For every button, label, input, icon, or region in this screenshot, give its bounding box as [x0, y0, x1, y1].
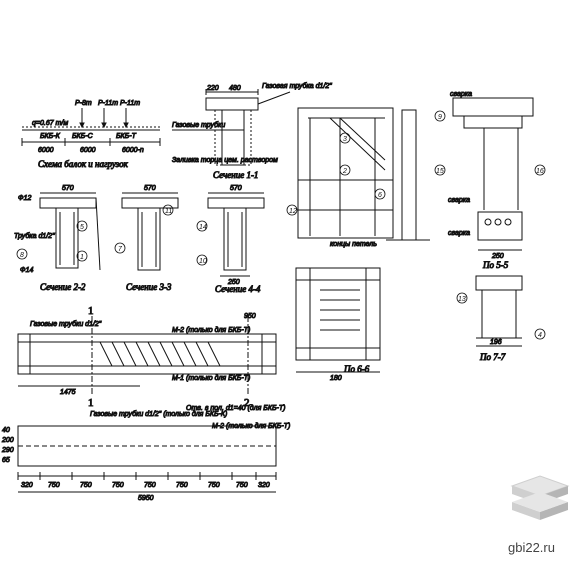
s11-note-2: Газовые трубки: [172, 121, 225, 129]
plan-height-3: 290: [1, 447, 14, 454]
mark-12: 12: [289, 208, 297, 215]
s11-dim-1: 220: [206, 85, 219, 92]
mark-14: 14: [199, 224, 207, 231]
section-3-3: [121, 192, 179, 271]
site-logo: [510, 475, 570, 520]
s22-note-1: Ф12: [18, 195, 31, 202]
s55-label-top: сварка: [450, 91, 472, 98]
section-2-2: [39, 192, 101, 271]
s66-dim: 180: [330, 375, 342, 382]
position-mark-labels: 5 1 8 7 11 14 10 3 2 6 12 9 15 16 13 4: [20, 114, 544, 339]
scheme-beam-2: БКБ-С: [72, 133, 94, 140]
mark-7: 7: [118, 246, 123, 253]
scheme-load: q=0.67 т/м: [32, 120, 68, 127]
scheme-beam-3: БКБ-Т: [116, 133, 137, 140]
beam-plan: [17, 425, 277, 493]
plan-height-2: 200: [1, 437, 14, 444]
frame-detail: [297, 107, 430, 241]
section-5-5: [452, 97, 534, 251]
elev-dim-right: 950: [244, 313, 256, 320]
s11-dim-2: 480: [229, 85, 241, 92]
mark-9: 9: [438, 114, 442, 121]
elev-note-1: Газовые трубки d1/2": [30, 320, 102, 328]
s22-note-3: Ф14: [20, 267, 33, 274]
watermark-text: gbi22.ru: [508, 540, 555, 555]
s22-dim: 570: [62, 185, 74, 192]
scheme-span-3: 6000-n: [122, 147, 144, 154]
plan-span-6: 750: [176, 482, 188, 489]
plan-note-2: Отв. в пол. d1=40 (для БКБ-Т): [186, 404, 285, 412]
s55-label-bot: сварка: [448, 230, 470, 237]
s33-dim: 570: [144, 185, 156, 192]
scheme-force-3: P-11т: [120, 100, 140, 107]
mark-11: 11: [165, 208, 172, 215]
elev-dim: 1475: [60, 389, 76, 396]
frame-note: концы петель: [330, 241, 377, 248]
s44-dim-top: 570: [230, 185, 242, 192]
mark-5: 5: [80, 224, 84, 231]
mark-3: 3: [343, 136, 347, 143]
section-1-1: [172, 89, 291, 166]
plan-span-7: 750: [208, 482, 220, 489]
plan-total: 5950: [138, 495, 154, 502]
section-4-4: [207, 192, 265, 277]
s44-dim-bottom: 250: [227, 279, 240, 286]
elev-mark-2: 1: [88, 397, 94, 409]
s11-note-1: Газовая трубка d1/2": [262, 82, 332, 90]
s77-caption: По 7-7: [479, 352, 506, 362]
s44-caption: Сечение 4-4: [215, 284, 261, 294]
beam-elevation: [17, 316, 277, 396]
plan-note-3: М-2 (только для БКБ-Т): [212, 422, 290, 430]
s55-label-mid: сварка: [448, 197, 470, 204]
scheme-of-beams: [21, 108, 161, 146]
mark-1a: 1: [80, 254, 84, 261]
mark-13: 13: [458, 296, 466, 303]
mark-15: 15: [436, 168, 444, 175]
s33-caption: Сечение 3-3: [126, 282, 172, 292]
plan-height-4: 65: [2, 457, 10, 464]
scheme-force-1: P-8т: [75, 100, 92, 107]
s55-caption: По 5-5: [482, 260, 509, 270]
s11-caption: Сечение 1-1: [213, 170, 258, 180]
s22-caption: Сечение 2-2: [40, 282, 86, 292]
plan-note-1: Газовые трубки d1/2" (только для БКБ-К): [90, 410, 227, 418]
scheme-force-2: P-11т: [98, 100, 118, 107]
scheme-span-2: 6000: [80, 147, 96, 154]
mark-10: 10: [199, 258, 207, 265]
mark-16: 16: [536, 168, 544, 175]
mark-2: 2: [342, 168, 347, 175]
section-6-6: [295, 267, 381, 373]
mark-6: 6: [378, 192, 382, 199]
plan-span-4: 750: [112, 482, 124, 489]
mark-4: 4: [538, 332, 542, 339]
plan-span-8: 750: [236, 482, 248, 489]
s22-note-2: Трубка d1/2": [14, 232, 55, 240]
plan-height-1: 40: [2, 427, 10, 434]
section-7-7: [475, 275, 523, 347]
elev-note-2: М-2 (только для БКБ-Т): [172, 326, 250, 334]
elev-mark-1: 1: [88, 305, 94, 317]
s55-dim: 250: [491, 253, 504, 260]
elev-note-3: М-1 (только для БКБ-Т): [172, 374, 250, 382]
plan-span-3: 750: [80, 482, 92, 489]
scheme-span-1: 6000: [38, 147, 54, 154]
s77-dim: 196: [490, 339, 502, 346]
s66-caption: По 6-6: [343, 364, 370, 374]
scheme-caption: Схема балок и нагрузок: [38, 159, 129, 169]
scheme-beam-1: БКБ-К: [40, 133, 61, 140]
plan-span-5: 750: [144, 482, 156, 489]
s11-note-3: Заливка торца цем. раствором: [172, 157, 278, 164]
plan-span-2: 750: [48, 482, 60, 489]
position-marks: [16, 110, 546, 340]
plan-span-1: 320: [21, 482, 33, 489]
elev-mark-3: 2: [244, 397, 250, 409]
mark-8: 8: [20, 252, 24, 259]
plan-span-9: 320: [258, 482, 270, 489]
